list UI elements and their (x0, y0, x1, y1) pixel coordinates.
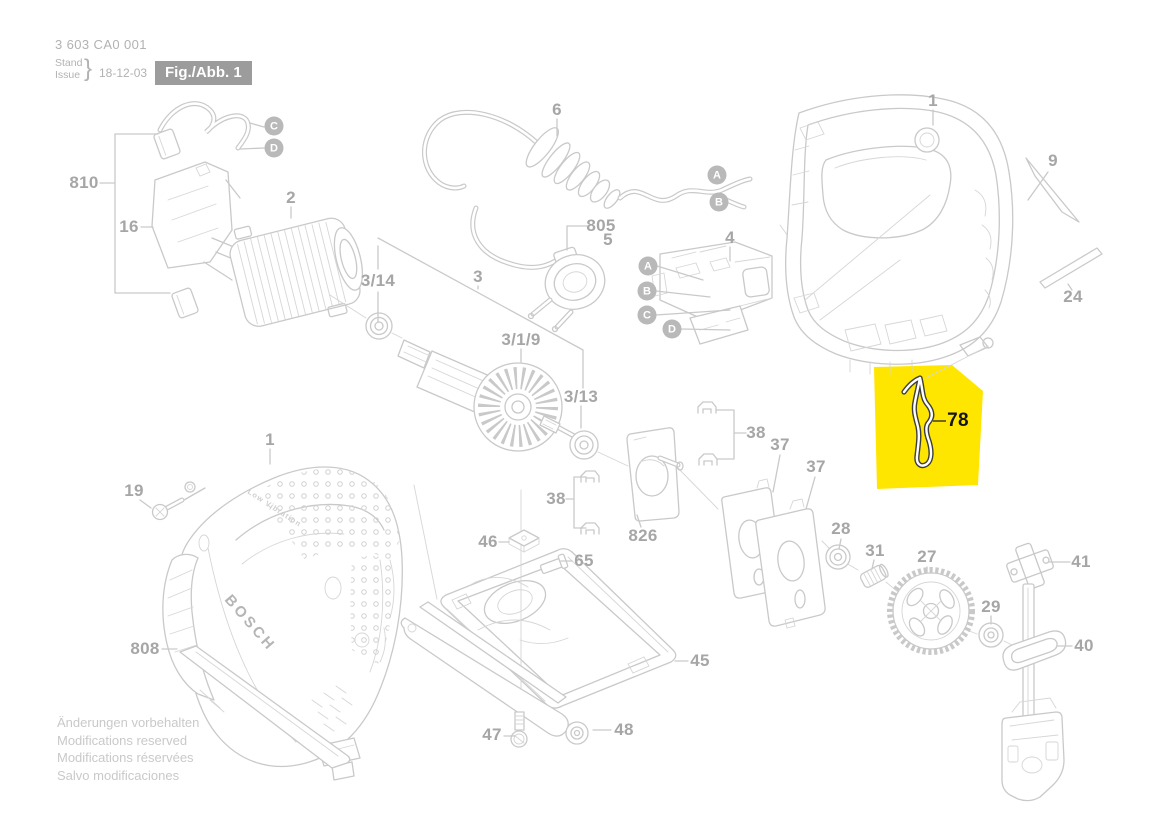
issue-label: Issue (55, 68, 81, 81)
part-label-41[interactable]: 41 (1071, 552, 1091, 571)
part-label-29[interactable]: 29 (981, 597, 1001, 616)
drivetrain-drawing (821, 540, 1019, 655)
footer-note: Salvo modificaciones (57, 767, 180, 783)
letter-callout-D: D (662, 319, 682, 339)
splinter-guard-808-drawing (179, 645, 351, 769)
part-label-38[interactable]: 38 (546, 489, 566, 508)
support-plates-37-drawing (721, 478, 826, 629)
clip-part-78-drawing[interactable] (901, 375, 946, 469)
part-label-65[interactable]: 65 (574, 551, 594, 570)
part-label-19[interactable]: 19 (124, 481, 144, 500)
part-label-37[interactable]: 37 (806, 457, 826, 476)
stand-label: Stand (55, 57, 83, 69)
part-label-3/13[interactable]: 3/13 (563, 387, 599, 406)
stator-drawing (229, 217, 364, 327)
figure-badge: Fig./Abb. 1 (155, 61, 252, 85)
part-label-28[interactable]: 28 (831, 519, 851, 538)
base-plate-drawing (400, 484, 677, 748)
part-label-9[interactable]: 9 (1048, 151, 1058, 170)
part-label-1[interactable]: 1 (265, 430, 275, 449)
part-label-1[interactable]: 1 (928, 91, 938, 110)
part-label-2[interactable]: 2 (286, 188, 296, 207)
part-label-78[interactable]: 78 (947, 410, 969, 431)
brace-glyph: } (84, 55, 93, 82)
part-label-3/14[interactable]: 3/14 (360, 271, 396, 290)
part-label-826[interactable]: 826 (628, 526, 658, 545)
stand-issue-label: Stand Issue (55, 57, 83, 81)
part-label-38[interactable]: 38 (746, 423, 766, 442)
brush-holder-assembly-drawing (151, 101, 265, 319)
switch-drawing (651, 224, 819, 345)
power-cord-drawing (422, 109, 753, 333)
letter-callout-C: C (637, 305, 657, 325)
counterweight-826-drawing (626, 427, 719, 522)
part-label-16[interactable]: 16 (119, 217, 139, 236)
bearing-3-14 (365, 312, 393, 340)
armature-drawing (329, 294, 629, 467)
leader-lines (99, 109, 1073, 737)
letter-callout-D: D (264, 138, 284, 158)
part-label-808[interactable]: 808 (130, 639, 160, 658)
letter-callout-C: C (264, 116, 284, 136)
screw-19-drawing (151, 497, 185, 521)
housing-half-drawing (785, 94, 1014, 375)
document-part-number: 3 603 CA0 001 (55, 37, 147, 52)
letter-callout-A: A (638, 256, 658, 276)
part-label-805[interactable]: 805 (586, 216, 616, 235)
assembled-jigsaw-drawing: BOSCH Low Vibration (151, 466, 403, 781)
footer-note: Modifications reserved (57, 732, 188, 748)
letter-callout-A: A (707, 165, 727, 185)
part-label-27[interactable]: 27 (917, 547, 937, 566)
part-label-31[interactable]: 31 (865, 541, 885, 560)
issue-date: 18-12-03 (99, 66, 148, 80)
strip-part-24-drawing (1039, 247, 1103, 289)
clips-38-drawing (580, 401, 718, 535)
part-label-4[interactable]: 4 (725, 228, 735, 247)
footer-note: Modifications réservées (57, 750, 194, 765)
blade-part-9-drawing (1025, 157, 1080, 223)
part-label-37[interactable]: 37 (770, 435, 790, 454)
part-label-24[interactable]: 24 (1063, 287, 1083, 306)
part-label-3[interactable]: 3 (473, 267, 483, 286)
part-label-47[interactable]: 47 (482, 725, 502, 744)
part-label-48[interactable]: 48 (614, 720, 634, 739)
part-label-40[interactable]: 40 (1074, 636, 1094, 655)
plunger-assembly-drawing (1001, 542, 1067, 802)
part-label-5[interactable]: 5 (603, 230, 613, 249)
part-label-6[interactable]: 6 (552, 100, 562, 119)
part-label-810[interactable]: 810 (69, 173, 99, 192)
part-label-46[interactable]: 46 (478, 532, 498, 551)
letter-callout-B: B (709, 192, 729, 212)
footer-note: Änderungen vorbehalten (57, 715, 200, 730)
bearing-3-13 (569, 430, 599, 460)
part-label-3/1/9[interactable]: 3/1/9 (501, 330, 541, 349)
plug-drawing (544, 246, 606, 310)
part-label-45[interactable]: 45 (690, 651, 710, 670)
letter-callout-B: B (637, 281, 657, 301)
